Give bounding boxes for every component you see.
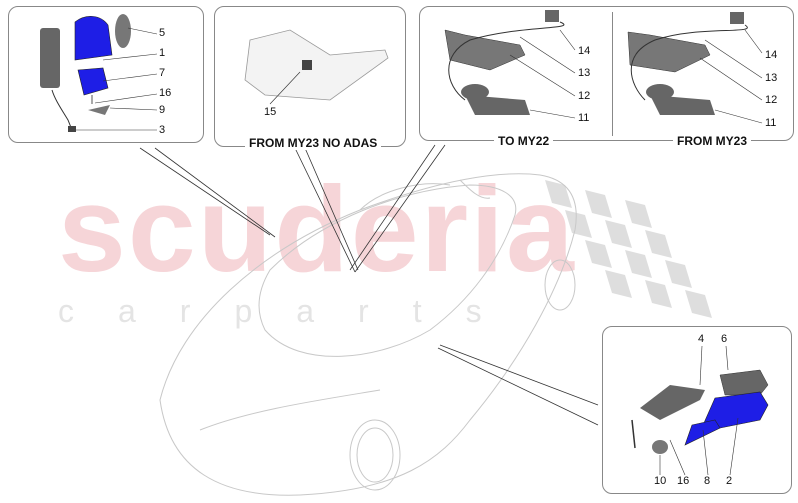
callout-14-a: 14 — [578, 45, 591, 57]
callout-6: 6 — [721, 333, 728, 345]
callout-13-b: 13 — [765, 72, 778, 84]
callout-4: 4 — [698, 333, 705, 345]
callout-12-a: 12 — [578, 90, 591, 102]
callout-11-b: 11 — [765, 117, 777, 129]
watermark-carparts: carparts — [58, 293, 526, 329]
caption-from-my23: FROM MY23 — [673, 134, 752, 148]
callout-9: 9 — [159, 104, 166, 116]
caption-from-my23-no-adas: FROM MY23 NO ADAS — [245, 136, 382, 150]
callout-5: 5 — [159, 27, 166, 39]
callout-7: 7 — [159, 67, 166, 79]
panel-interior-mirror — [419, 6, 794, 141]
callout-3: 3 — [159, 124, 166, 136]
panel-divider — [612, 12, 613, 136]
callout-11-a: 11 — [578, 112, 590, 124]
callout-12-b: 12 — [765, 94, 778, 106]
callout-16: 16 — [159, 87, 172, 99]
callout-16-b: 16 — [677, 475, 690, 487]
callout-8: 8 — [704, 475, 711, 487]
callout-15: 15 — [264, 106, 277, 118]
callout-2: 2 — [726, 475, 733, 487]
callout-14-b: 14 — [765, 49, 778, 61]
callout-13-a: 13 — [578, 67, 591, 79]
caption-to-my22: TO MY22 — [494, 134, 554, 148]
callout-10: 10 — [654, 475, 667, 487]
callout-1: 1 — [159, 47, 166, 59]
